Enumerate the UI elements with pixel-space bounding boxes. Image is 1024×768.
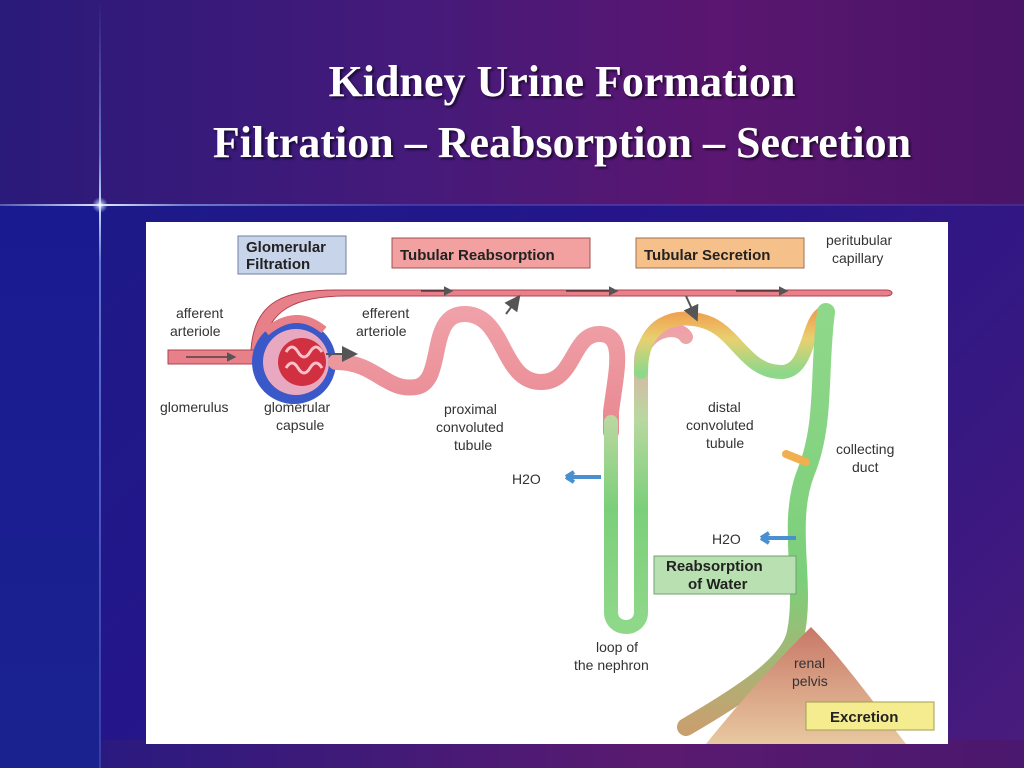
capsule-label-2: capsule (276, 417, 324, 433)
distal-label-2: convoluted (686, 417, 754, 433)
sparkle-icon (92, 197, 108, 213)
decorative-vertical-line (99, 0, 101, 768)
decorative-horizontal-line (0, 204, 1024, 206)
glomerulus-label: glomerulus (160, 399, 228, 415)
duct-branch (782, 450, 810, 466)
header-band (0, 0, 1024, 205)
secretion-box (635, 237, 805, 269)
efferent-label-1: efferent (362, 305, 409, 321)
nephron-svg: Glomerular Filtration Tubular Reabsorpti… (160, 232, 935, 744)
loop-label-2: the nephron (574, 657, 649, 673)
peritubular-capillary-vessel (250, 289, 893, 351)
glomerulus-shape (278, 338, 326, 386)
svg-text:of Water: of Water (688, 576, 748, 593)
filtration-box-line2: Filtration (246, 256, 310, 273)
water-box (653, 555, 797, 595)
water-box-line2: of Water (688, 576, 748, 593)
svg-text:Glomerular: Glomerular (246, 239, 326, 256)
loop-of-nephron (604, 323, 693, 634)
collecting-duct (677, 303, 835, 736)
efferent-label-2: arteriole (356, 323, 407, 339)
proximal-label-1: proximal (444, 401, 497, 417)
capillary-tuft (284, 345, 324, 375)
reabsorption-arrow (504, 294, 521, 315)
slide-subtitle: Filtration – Reabsorption – Secretion (212, 118, 912, 167)
peritubular-label-2: capillary (832, 250, 883, 266)
filtration-box (237, 235, 347, 275)
excretion-box-label: Excretion (830, 709, 898, 726)
proximal-convoluted-tubule (328, 306, 626, 440)
proximal-label-3: tubule (454, 437, 492, 453)
afferent-label-1: afferent (176, 305, 223, 321)
water-label-1: H2O (512, 471, 541, 487)
efferent-loop (263, 315, 327, 336)
bottom-band (100, 740, 1024, 768)
distal-label-3: tubule (706, 435, 744, 451)
slide-title: Kidney Urine Formation (328, 57, 796, 106)
collecting-label-2: duct (852, 459, 879, 475)
svg-text:Reabsorption: Reabsorption (666, 558, 763, 575)
secretion-box-label: Tubular Secretion (644, 247, 770, 264)
collecting-label-1: collecting (836, 441, 894, 457)
water-label-2: H2O (712, 531, 741, 547)
pelvis-label-2: pelvis (792, 673, 828, 689)
left-strip (0, 205, 100, 768)
reabsorption-box-label: Tubular Reabsorption (400, 247, 555, 264)
svg-text:Filtration: Filtration (246, 256, 310, 273)
water-arrow-1 (564, 470, 601, 484)
secretion-arrow (683, 295, 699, 322)
distal-label-1: distal (708, 399, 741, 415)
excretion-box (805, 701, 935, 731)
nephron-diagram: Glomerular Filtration Tubular Reabsorpti… (146, 222, 948, 744)
afferent-label-2: arteriole (170, 323, 221, 339)
loop-label-1: loop of (596, 639, 638, 655)
water-box-line1: Reabsorption (666, 558, 763, 575)
water-arrow-2 (759, 531, 796, 545)
filtration-box-line1: Glomerular (246, 239, 326, 256)
proximal-label-2: convoluted (436, 419, 504, 435)
distal-convoluted-tubule (634, 305, 833, 380)
capsule-label-1: glomerular (264, 399, 330, 415)
pelvis-label-1: renal (794, 655, 825, 671)
reabsorption-box (391, 237, 591, 269)
peritubular-label-1: peritubular (826, 232, 892, 248)
